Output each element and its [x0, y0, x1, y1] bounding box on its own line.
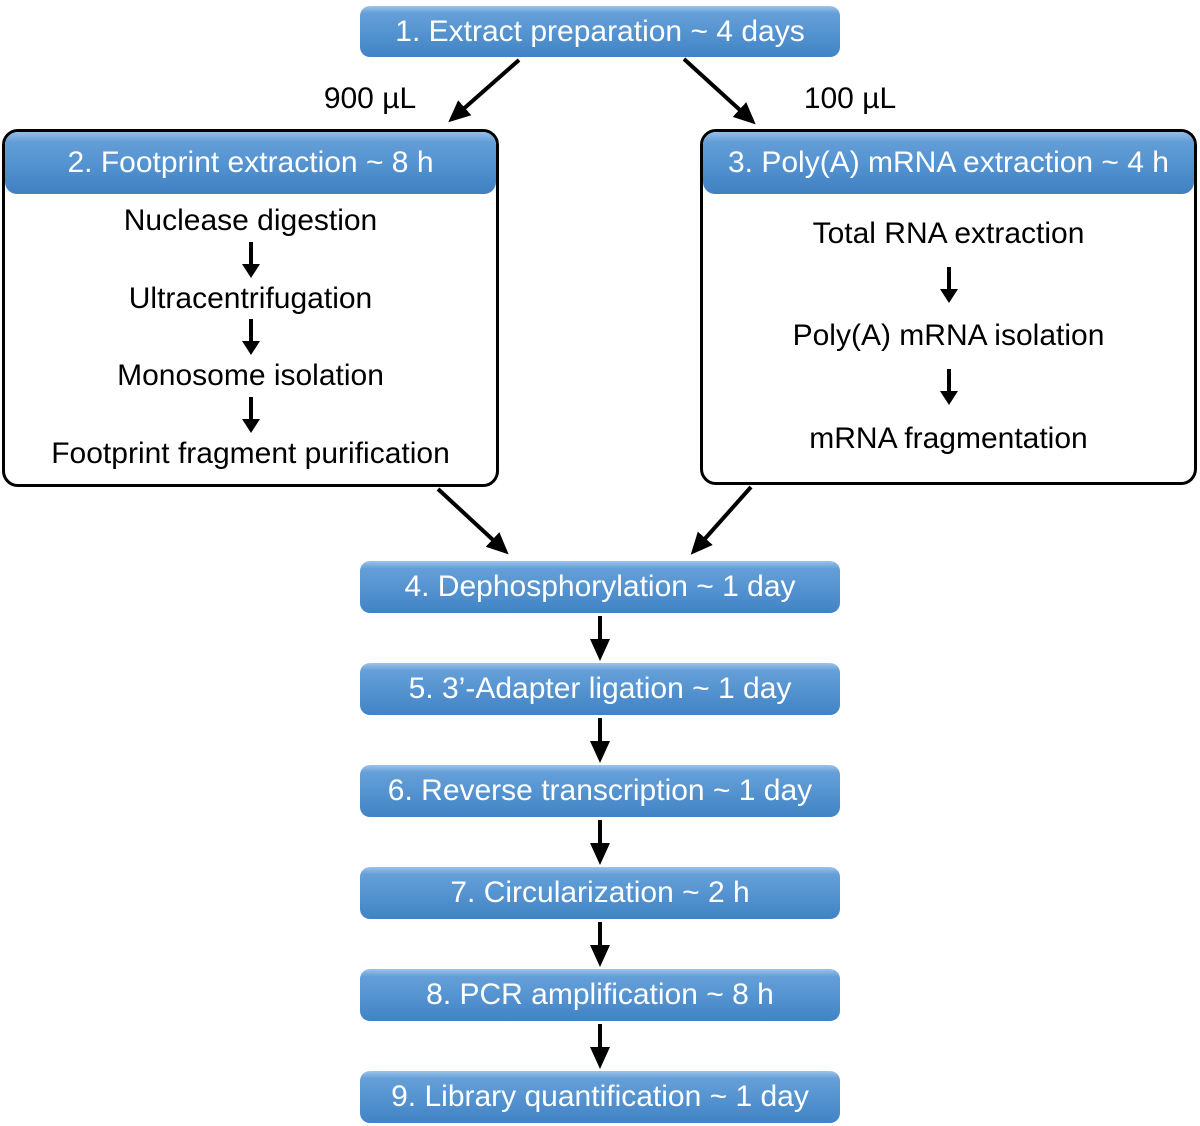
- down-arrow-icon: [241, 319, 260, 355]
- step-2-box: 2. Footprint extraction ~ 8 h Nuclease d…: [2, 129, 499, 487]
- step-5-box: 5. 3’-Adapter ligation ~ 1 day: [360, 663, 840, 715]
- step-3-box: 3. Poly(A) mRNA extraction ~ 4 h Total R…: [700, 129, 1197, 485]
- step-9-box: 9. Library quantification ~ 1 day: [360, 1071, 840, 1123]
- step-2-item: Nuclease digestion: [123, 204, 378, 238]
- step-3-body: Total RNA extraction Poly(A) mRNA isolat…: [703, 194, 1194, 482]
- step-1-box: 1. Extract preparation ~ 4 days: [360, 6, 840, 57]
- step-6-label: 6. Reverse transcription ~ 1 day: [387, 774, 813, 807]
- step-5-label: 5. 3’-Adapter ligation ~ 1 day: [408, 672, 792, 705]
- step-3-title: 3. Poly(A) mRNA extraction ~ 4 h: [703, 132, 1194, 194]
- branch-volume-right: 100 µL: [803, 82, 897, 115]
- step-4-box: 4. Dephosphorylation ~ 1 day: [360, 561, 840, 613]
- down-arrow-icon: [241, 241, 260, 278]
- step-2-item: Footprint fragment purification: [51, 436, 450, 470]
- step-4-label: 4. Dephosphorylation ~ 1 day: [404, 570, 796, 603]
- step-6-box: 6. Reverse transcription ~ 1 day: [360, 765, 840, 817]
- down-arrow-icon: [241, 396, 260, 433]
- step-3-item: mRNA fragmentation: [809, 422, 1088, 456]
- merge-arrow-left: [436, 487, 509, 555]
- step-2-title: 2. Footprint extraction ~ 8 h: [5, 132, 496, 194]
- step-8-label: 8. PCR amplification ~ 8 h: [426, 978, 774, 1011]
- down-arrow-icon: [939, 266, 958, 303]
- step-7-label: 7. Circularization ~ 2 h: [450, 876, 750, 909]
- down-arrow-icon: [939, 369, 958, 406]
- step-2-item: Ultracentrifugation: [128, 281, 373, 315]
- step-1-label: 1. Extract preparation ~ 4 days: [395, 14, 805, 48]
- split-arrow-left: [448, 58, 521, 123]
- step-2-item: Monosome isolation: [117, 359, 384, 393]
- step-8-box: 8. PCR amplification ~ 8 h: [360, 969, 840, 1021]
- step-7-box: 7. Circularization ~ 2 h: [360, 867, 840, 919]
- step-3-item: Poly(A) mRNA isolation: [792, 319, 1105, 353]
- step-2-body: Nuclease digestion Ultracentrifugation M…: [5, 194, 496, 484]
- step-9-label: 9. Library quantification ~ 1 day: [391, 1080, 809, 1113]
- branch-volume-left: 900 µL: [323, 82, 417, 115]
- merge-arrow-right: [690, 485, 753, 555]
- split-arrow-right: [682, 57, 756, 125]
- step-3-item: Total RNA extraction: [812, 216, 1085, 250]
